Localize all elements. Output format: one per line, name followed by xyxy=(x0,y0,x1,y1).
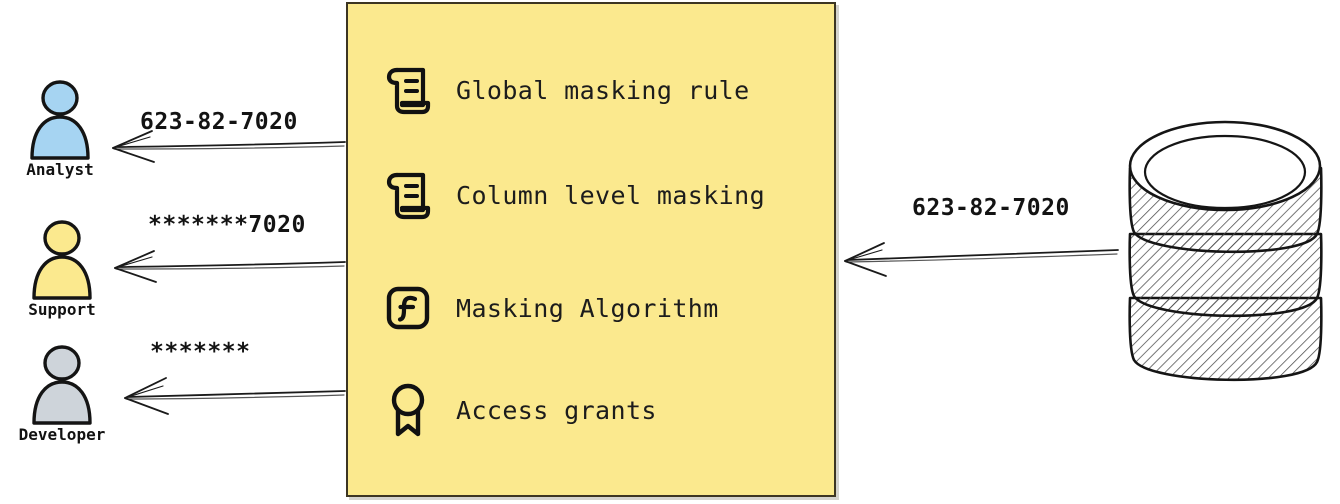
flow-label-analyst: 623-82-7020 xyxy=(140,109,298,135)
person-icon xyxy=(30,80,90,160)
arrow-left-support xyxy=(114,250,346,283)
database-icon xyxy=(1118,112,1333,397)
arrow-left-database xyxy=(844,242,1119,277)
policy-panel: Global masking rule Column level masking xyxy=(346,2,836,497)
award-icon xyxy=(384,383,432,437)
flow-label-database: 623-82-7020 xyxy=(912,195,1070,221)
actor-support[interactable]: Support xyxy=(2,218,122,319)
actor-label-support: Support xyxy=(28,300,96,319)
policy-item-access-grants[interactable]: Access grants xyxy=(384,383,657,437)
policy-item-label: Access grants xyxy=(456,395,657,425)
policy-item-masking-algorithm[interactable]: Masking Algorithm xyxy=(384,282,719,334)
scroll-icon xyxy=(384,64,432,116)
function-icon xyxy=(384,282,432,334)
actor-label-analyst: Analyst xyxy=(26,160,94,179)
policy-item-label: Global masking rule xyxy=(456,75,750,105)
person-icon xyxy=(32,220,92,300)
policy-item-global-masking-rule[interactable]: Global masking rule xyxy=(384,64,750,116)
arrow-left-developer xyxy=(124,377,346,415)
actor-analyst[interactable]: Analyst xyxy=(0,78,120,179)
scroll-icon xyxy=(384,169,432,221)
arrow-left-analyst xyxy=(112,130,346,163)
policy-item-label: Masking Algorithm xyxy=(456,293,719,323)
actor-label-developer: Developer xyxy=(18,425,106,444)
person-icon xyxy=(32,345,92,425)
flow-label-support: *******7020 xyxy=(148,212,306,238)
flow-label-developer: ******* xyxy=(150,339,251,365)
actor-developer[interactable]: Developer xyxy=(2,343,122,444)
policy-item-label: Column level masking xyxy=(456,180,766,210)
policy-item-column-level-masking[interactable]: Column level masking xyxy=(384,169,765,221)
